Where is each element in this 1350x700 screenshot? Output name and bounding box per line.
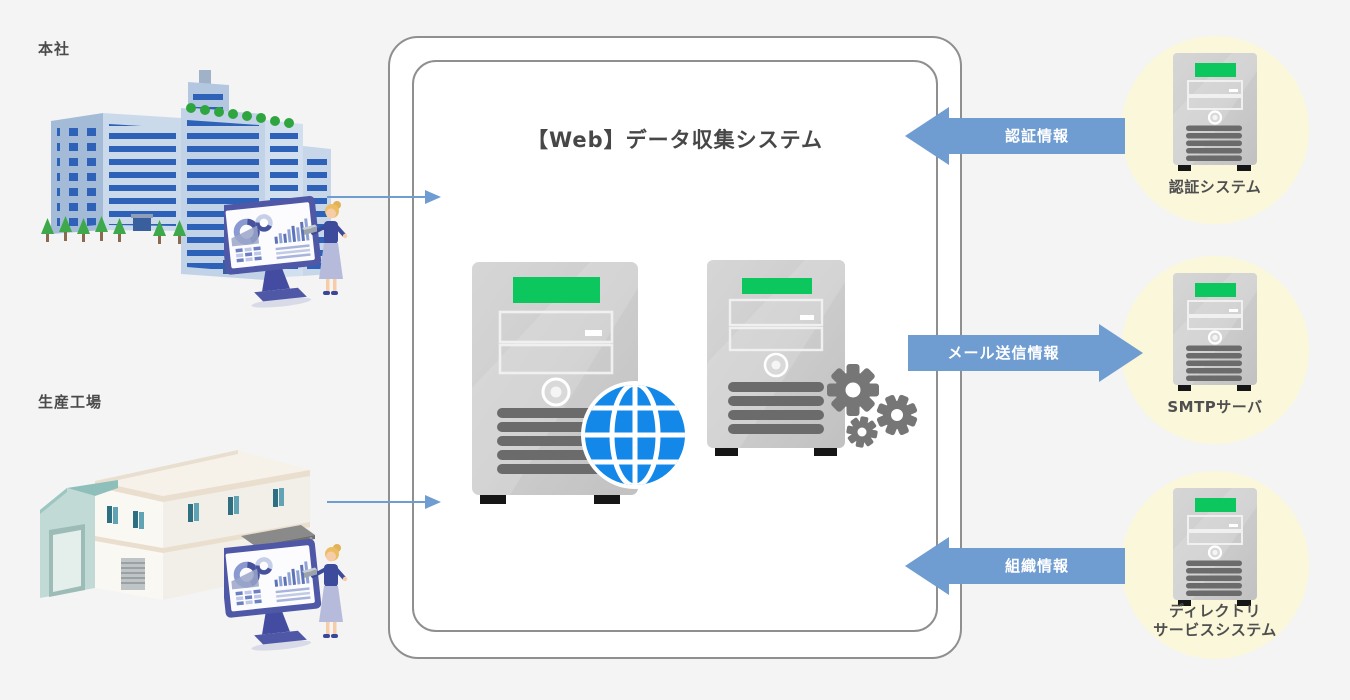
system-servers-illustration (472, 260, 918, 504)
monitor-chart-and-person-icon (224, 525, 349, 670)
directory-service-label: ディレクトリ サービスシステム (1153, 602, 1277, 639)
batch-server-icon (707, 260, 845, 456)
server-tower-icon (1172, 273, 1258, 393)
factory-side-windows (188, 488, 284, 522)
org-flow-arrow-left-icon (905, 537, 1125, 595)
auth-system-circle: 認証システム (1121, 36, 1309, 224)
directory-service-circle: ディレクトリ サービスシステム (1121, 471, 1309, 659)
street-trees (41, 216, 186, 244)
system-title: 【Web】データ収集システム (526, 128, 824, 152)
auth-system-label: 認証システム (1168, 178, 1262, 196)
hq-label: 本社 (38, 40, 71, 58)
factory-label: 生産工場 (38, 393, 103, 411)
mail-flow-label: メール送信情報 (947, 344, 1060, 362)
smtp-server-circle: SMTPサーバ (1121, 256, 1309, 444)
globe-icon (581, 381, 689, 489)
org-flow-label: 組織情報 (1004, 557, 1069, 575)
smtp-server-label: SMTPサーバ (1167, 398, 1263, 416)
mail-flow-arrow-right-icon (908, 324, 1143, 382)
rooftop-trees (186, 103, 294, 128)
hq-to-system-arrow (327, 190, 441, 204)
server-tower-icon (1172, 53, 1258, 173)
factory-to-system-arrow (327, 495, 441, 509)
factory-front-windows (107, 506, 144, 529)
auth-flow-arrow-left-icon (905, 107, 1125, 165)
server-tower-icon (1172, 488, 1258, 608)
gears-icon (827, 364, 918, 448)
auth-flow-label: 認証情報 (1004, 127, 1069, 145)
